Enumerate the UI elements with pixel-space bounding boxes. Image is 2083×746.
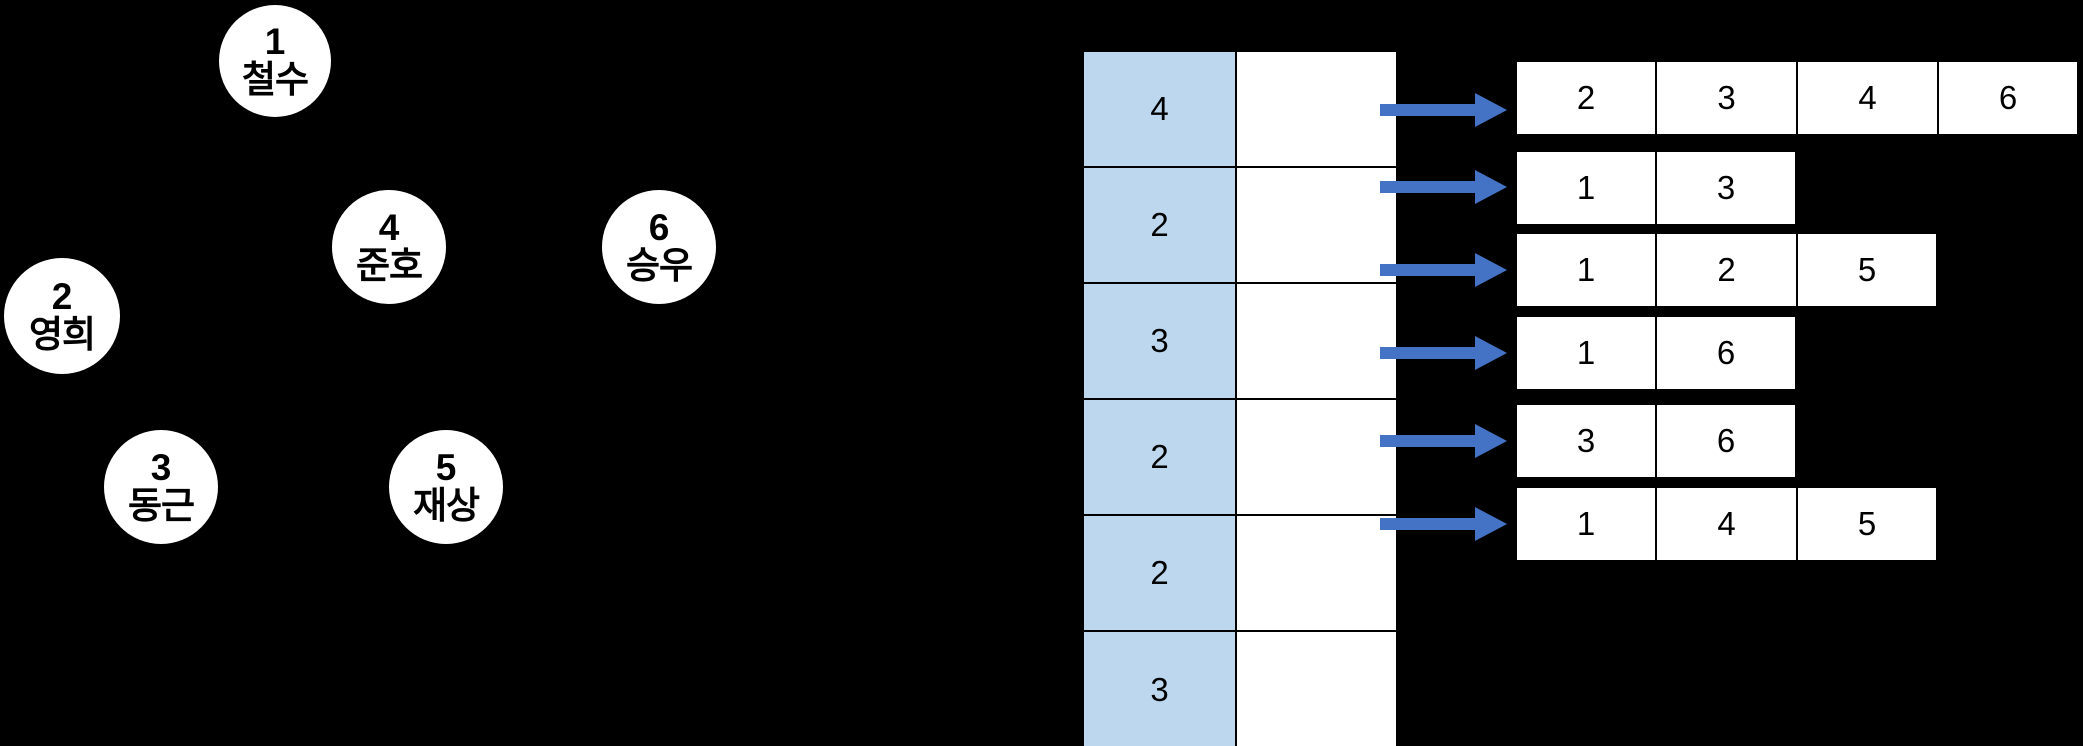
adjacency-pointer-cell: [1237, 632, 1396, 746]
adjacency-pointer-cell: [1237, 52, 1396, 166]
graph-node-5[interactable]: 5 재상: [389, 430, 503, 544]
graph-node-6[interactable]: 6 승우: [602, 190, 716, 304]
list-item: 5: [1797, 486, 1938, 562]
table-row: 3: [1084, 284, 1396, 400]
graph-node-1-label: 철수: [241, 59, 309, 100]
list-row: 1 4 5: [1515, 486, 1938, 562]
graph-node-6-id: 6: [648, 207, 670, 249]
graph-node-1-id: 1: [264, 21, 286, 63]
list-row: 1 3: [1515, 150, 1797, 226]
adjacency-key-cell: 2: [1084, 400, 1237, 514]
list-item: 4: [1797, 60, 1938, 136]
list-item: 3: [1515, 403, 1656, 479]
graph-node-3-label: 동근: [127, 485, 195, 526]
adjacency-pointer-cell: [1237, 516, 1396, 630]
adjacency-key-cell: 3: [1084, 632, 1237, 746]
adjacency-table: 4 2 3 2 2 3: [1084, 50, 1396, 746]
arrow-right-icon: [1380, 253, 1507, 287]
list-item: 3: [1656, 60, 1797, 136]
arrow-right-icon: [1380, 336, 1507, 370]
list-item: 6: [1938, 60, 2079, 136]
list-item: 1: [1515, 486, 1656, 562]
table-row: 2: [1084, 168, 1396, 284]
adjacency-pointer-cell: [1237, 400, 1396, 514]
adjacency-key-cell: 4: [1084, 52, 1237, 166]
graph-node-5-label: 재상: [412, 485, 480, 526]
list-item: 1: [1515, 315, 1656, 391]
arrow-right-icon: [1380, 170, 1507, 204]
graph-node-2[interactable]: 2 영희: [4, 258, 120, 374]
graph-node-4-label: 준호: [355, 245, 423, 286]
graph-node-2-label: 영희: [28, 314, 96, 355]
adjacency-key-cell: 2: [1084, 516, 1237, 630]
table-row: 2: [1084, 400, 1396, 516]
adjacency-pointer-cell: [1237, 168, 1396, 282]
arrow-right-icon: [1380, 424, 1507, 458]
list-item: 2: [1656, 232, 1797, 308]
list-item: 6: [1656, 403, 1797, 479]
table-row: 3: [1084, 632, 1396, 746]
graph-node-3-id: 3: [150, 447, 172, 489]
table-row: 2: [1084, 516, 1396, 632]
list-item: 5: [1797, 232, 1938, 308]
graph-node-4-id: 4: [378, 207, 400, 249]
graph-node-1[interactable]: 1 철수: [219, 5, 331, 117]
list-row: 1 2 5: [1515, 232, 1938, 308]
graph-panel: 1 철수 2 영희 4 준호 6 승우 3 동근 5 재상: [4, 5, 716, 544]
table-row: 4: [1084, 52, 1396, 168]
list-item: 1: [1515, 150, 1656, 226]
arrow-right-icon: [1380, 93, 1507, 127]
graph-node-4[interactable]: 4 준호: [332, 190, 446, 304]
graph-node-6-label: 승우: [625, 245, 693, 286]
adjacency-key-cell: 3: [1084, 284, 1237, 398]
graph-node-5-id: 5: [435, 447, 457, 489]
list-item: 6: [1656, 315, 1797, 391]
list-item: 2: [1515, 60, 1656, 136]
list-row: 2 3 4 6: [1515, 60, 2079, 136]
graph-node-3[interactable]: 3 동근: [104, 430, 218, 544]
adjacency-key-cell: 2: [1084, 168, 1237, 282]
list-item: 3: [1656, 150, 1797, 226]
list-row: 1 6: [1515, 315, 1797, 391]
arrow-right-icon: [1380, 507, 1507, 541]
graph-node-2-id: 2: [51, 276, 73, 318]
adjacency-pointer-cell: [1237, 284, 1396, 398]
list-item: 1: [1515, 232, 1656, 308]
list-row: 3 6: [1515, 403, 1797, 479]
list-item: 4: [1656, 486, 1797, 562]
